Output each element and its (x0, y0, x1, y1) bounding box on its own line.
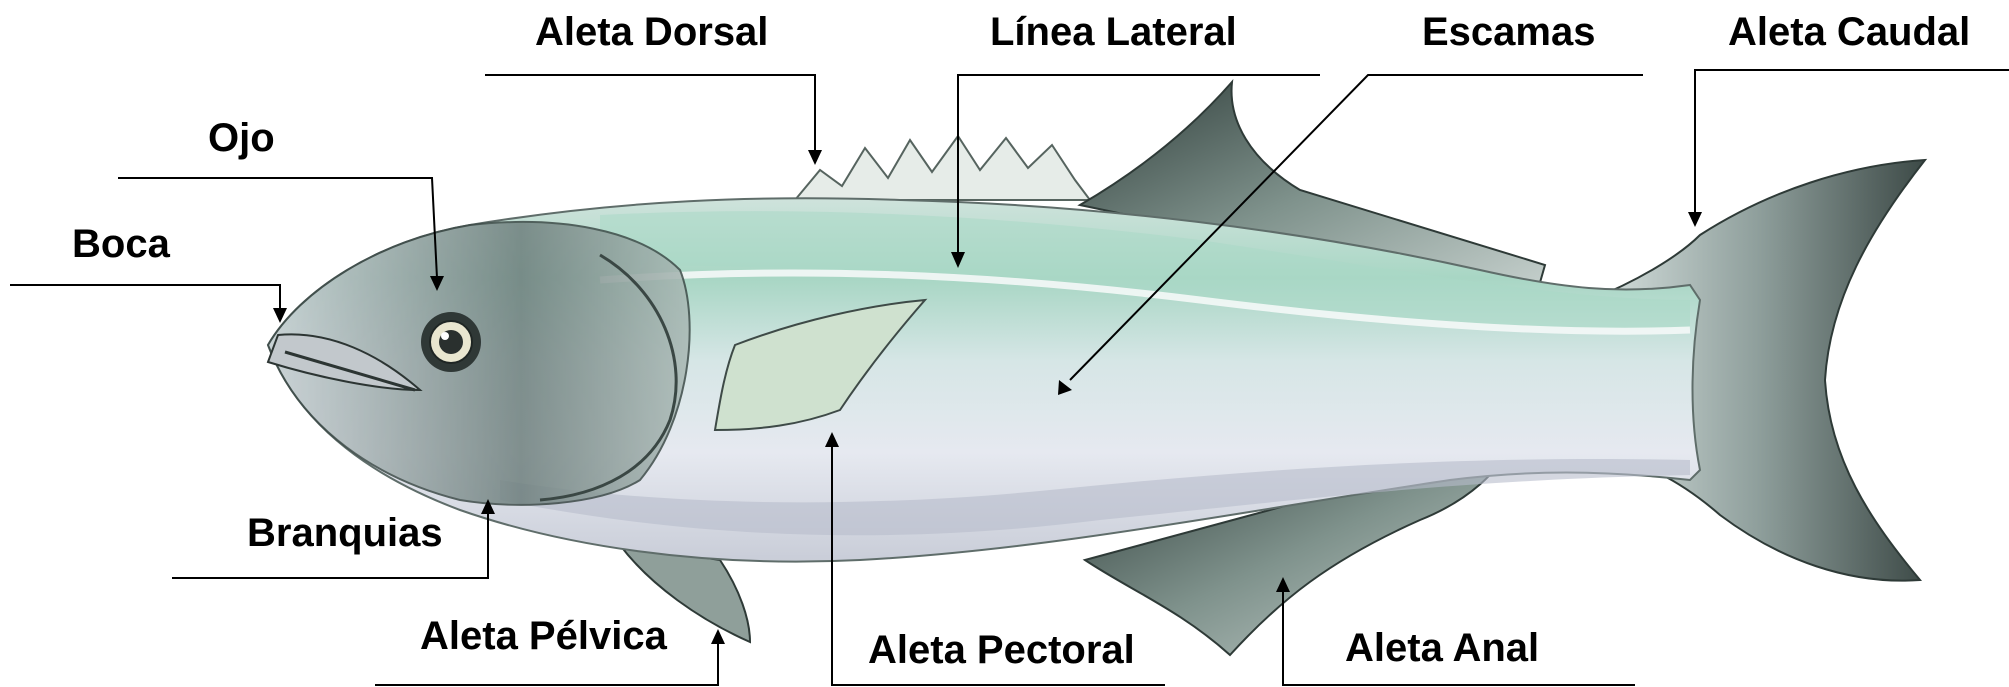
label-lateral-line: Línea Lateral (990, 12, 1237, 52)
dorsal-arrow (808, 150, 822, 165)
eye-highlight (441, 332, 449, 340)
mouth-leader (10, 285, 280, 310)
dorsal-leader (485, 75, 815, 152)
label-pelvic-fin: Aleta Pélvica (420, 616, 667, 656)
label-eye: Ojo (208, 118, 275, 158)
label-anal-fin: Aleta Anal (1345, 628, 1539, 668)
label-caudal-fin: Aleta Caudal (1728, 12, 1970, 52)
label-scales: Escamas (1422, 12, 1595, 52)
label-pectoral-fin: Aleta Pectoral (868, 630, 1135, 670)
spiny-dorsal-fin-shape (795, 136, 1090, 200)
pelvic-arrow (711, 629, 725, 644)
label-gills: Branquias (247, 513, 443, 553)
label-dorsal-fin: Aleta Dorsal (535, 12, 768, 52)
caudal-arrow (1688, 212, 1702, 227)
label-mouth: Boca (72, 224, 170, 264)
